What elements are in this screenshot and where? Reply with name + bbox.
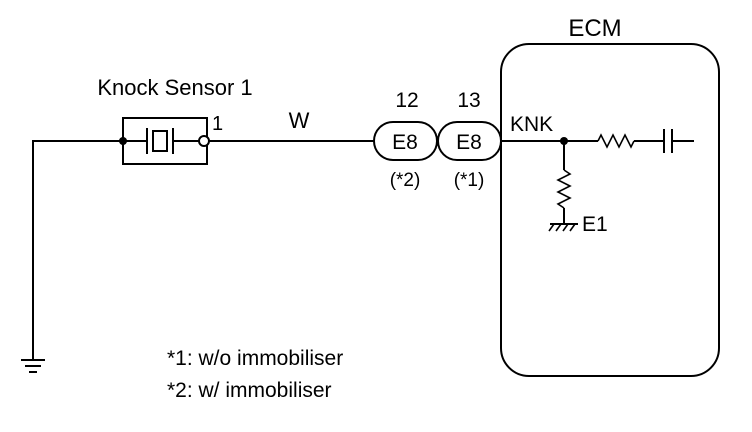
connector-e8-pin13: E8 — [437, 121, 502, 161]
knock-sensor-symbol — [119, 117, 210, 165]
ecm-title: ECM — [568, 15, 621, 42]
connector-name: E8 — [392, 131, 418, 154]
wire-color-label: W — [289, 108, 310, 133]
shunt-resistor-icon — [556, 169, 572, 209]
ecm-ground-label: E1 — [582, 213, 608, 236]
sensor-ground-dot — [119, 137, 127, 145]
ecm-pin-label: KNK — [510, 113, 553, 136]
sensor-pin-terminal — [198, 135, 210, 147]
ground-wire — [32, 140, 123, 360]
connector-note: (*1) — [454, 170, 485, 191]
sensor-title: Knock Sensor 1 — [97, 75, 252, 100]
sensor-pin-number: 1 — [212, 113, 223, 135]
ecm-box — [500, 43, 720, 377]
connector-name: E8 — [456, 131, 482, 154]
connector-pin-number: 13 — [457, 89, 480, 112]
connector-pin-number: 12 — [395, 89, 418, 112]
connector-e8-pin12: E8 — [373, 121, 438, 161]
chassis-ground-icon — [21, 359, 45, 373]
connector-note: (*2) — [390, 170, 421, 191]
note-2: *2: w/ immobiliser — [167, 379, 332, 402]
note-1: *1: w/o immobiliser — [167, 347, 343, 370]
capacitor-icon — [663, 129, 673, 153]
series-resistor-icon — [597, 133, 635, 149]
ecm-ground-icon — [548, 223, 578, 232]
